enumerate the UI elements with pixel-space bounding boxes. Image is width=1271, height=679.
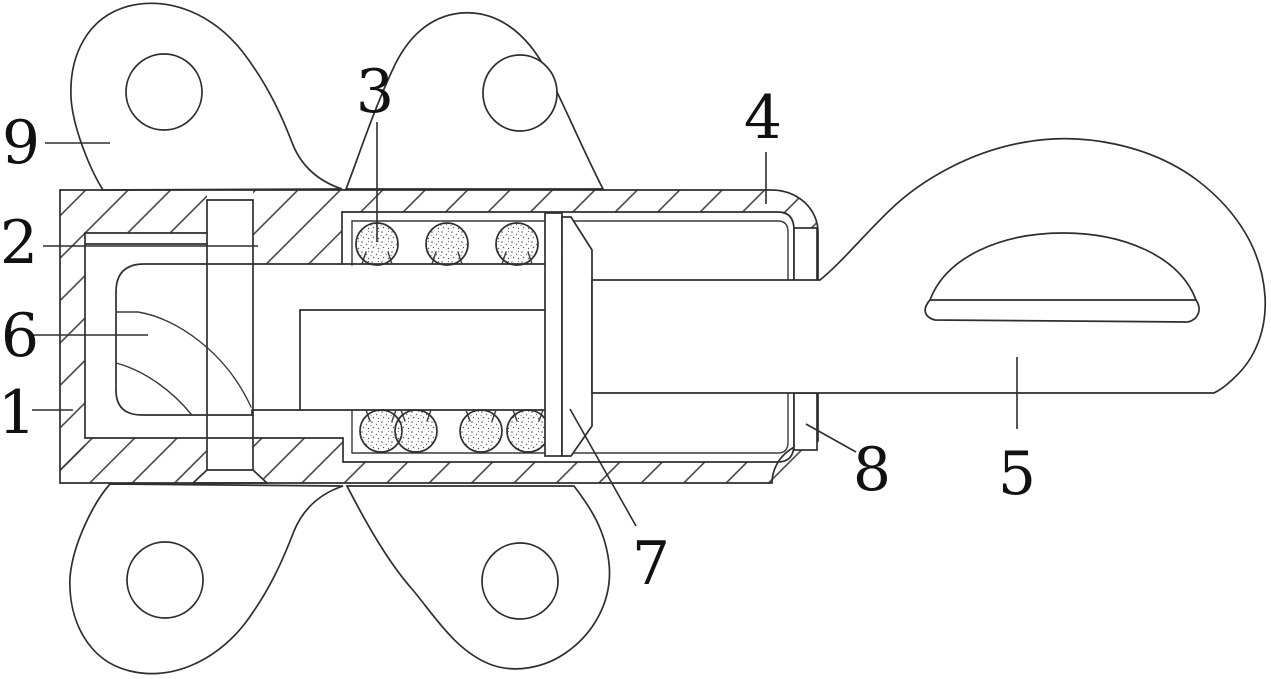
lobe-bottom-right [345, 485, 611, 670]
part-label-7: 7 [632, 529, 670, 599]
housing-right-wall-top [793, 227, 818, 282]
leader-line-7 [569, 408, 637, 527]
bolt-hole-bottom-right [481, 542, 559, 620]
handle-opening-arc [929, 232, 1197, 301]
handle-opening-lip [924, 299, 1200, 323]
mounting-flange-lobes [69, 2, 611, 675]
lobe-top-left [70, 2, 343, 191]
spring-coil [394, 409, 438, 453]
part-label-9: 9 [2, 108, 40, 178]
part-label-4: 4 [744, 83, 782, 153]
bolt-hole-top-right [482, 54, 558, 132]
spring-coil [459, 409, 503, 453]
elbow-slider [115, 263, 546, 416]
spring-coils [355, 222, 550, 453]
part-callouts: 9 2 61 3 4 5 7 8 [0, 57, 1036, 599]
plunger-plate-back [561, 216, 593, 457]
handle-outline [591, 137, 1267, 394]
bolt-hole-top-left [125, 53, 203, 131]
hatched-walls [60, 190, 818, 484]
lobe-bottom-left [69, 483, 344, 675]
part-label-6: 6 [1, 301, 39, 371]
part-label-1: 1 [0, 378, 36, 448]
bracket-post [190, 191, 270, 484]
leader-line-8 [805, 423, 857, 453]
plunger-plate-front [544, 212, 563, 457]
spring-coil [495, 222, 539, 266]
arm-and-handle [591, 137, 1267, 394]
part-label-8: 8 [853, 435, 891, 505]
part-label-3: 3 [356, 57, 394, 127]
part-label-2: 2 [0, 208, 38, 278]
bolt-hole-bottom-left [126, 541, 204, 619]
plunger-head [544, 212, 593, 457]
part-label-5: 5 [998, 439, 1036, 509]
spring-coil [425, 222, 469, 266]
bracket-post-foot [190, 469, 270, 484]
lobe-top-right [344, 11, 605, 190]
housing-right-wall-bottom [793, 392, 818, 451]
spring-coil [506, 409, 550, 453]
